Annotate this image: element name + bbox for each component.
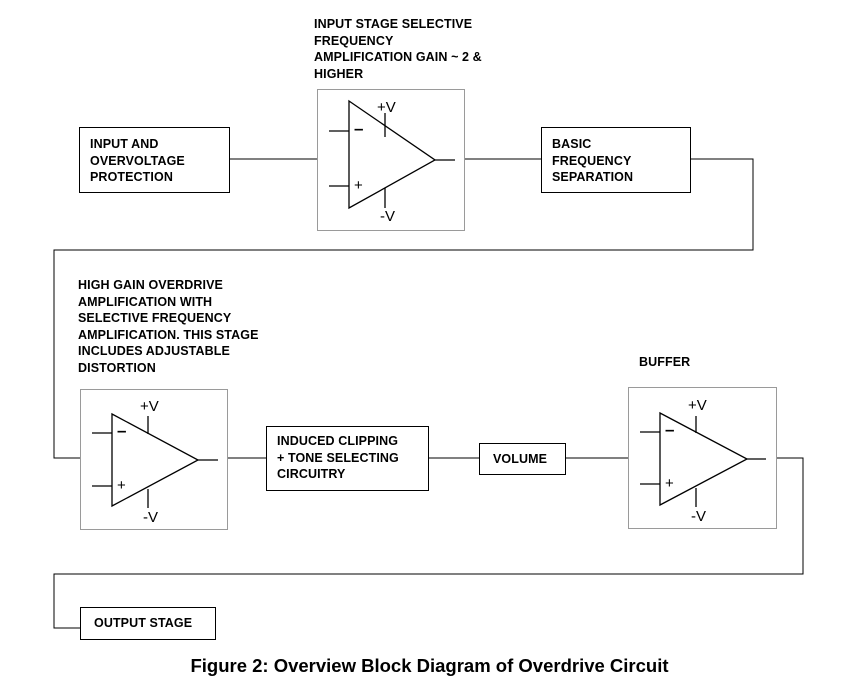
- inverting-input-sign: –: [354, 119, 364, 138]
- noninverting-input-sign: +: [354, 177, 363, 194]
- input-stage-heading: INPUT STAGE SELECTIVE FREQUENCY AMPLIFIC…: [314, 17, 482, 81]
- buffer-opamp-block: +V -V – +: [628, 387, 777, 529]
- buffer-heading: BUFFER: [639, 355, 691, 369]
- positive-supply-label: +V: [140, 398, 159, 415]
- inverting-input-sign: –: [665, 420, 675, 439]
- volume-block: VOLUME: [479, 443, 566, 475]
- opamp-triangle-icon: [92, 412, 218, 508]
- overdrive-stage-opamp-block: +V -V – +: [80, 389, 228, 530]
- negative-supply-label: -V: [691, 508, 706, 525]
- input-protection-label: INPUT AND OVERVOLTAGE PROTECTION: [90, 137, 185, 184]
- frequency-separation-label: BASIC FREQUENCY SEPARATION: [552, 137, 634, 184]
- frequency-separation-block: BASIC FREQUENCY SEPARATION: [541, 127, 691, 193]
- input-stage-opamp-block: +V -V – +: [317, 89, 465, 231]
- output-stage-block: OUTPUT STAGE: [80, 607, 216, 640]
- input-protection-block: INPUT AND OVERVOLTAGE PROTECTION: [79, 127, 230, 193]
- positive-supply-label: +V: [688, 397, 707, 414]
- negative-supply-label: -V: [380, 208, 395, 225]
- wire-buffer-to-output: [53, 457, 804, 629]
- clipping-tone-label: INDUCED CLIPPING + TONE SELECTING CIRCUI…: [277, 434, 399, 481]
- noninverting-input-sign: +: [117, 477, 126, 494]
- inverting-input-sign: –: [117, 421, 127, 440]
- overdrive-stage-heading: HIGH GAIN OVERDRIVE AMPLIFICATION WITH S…: [78, 278, 259, 375]
- volume-label: VOLUME: [493, 452, 548, 466]
- positive-supply-label: +V: [377, 99, 396, 116]
- opamp-triangle-icon: [640, 411, 766, 507]
- noninverting-input-sign: +: [665, 475, 674, 492]
- output-stage-label: OUTPUT STAGE: [94, 616, 193, 630]
- figure-caption: Figure 2: Overview Block Diagram of Over…: [190, 655, 669, 676]
- clipping-tone-block: INDUCED CLIPPING + TONE SELECTING CIRCUI…: [266, 426, 429, 491]
- negative-supply-label: -V: [143, 509, 158, 526]
- opamp-triangle-icon: [329, 99, 455, 210]
- wire-separation-to-overdrive: [53, 158, 754, 459]
